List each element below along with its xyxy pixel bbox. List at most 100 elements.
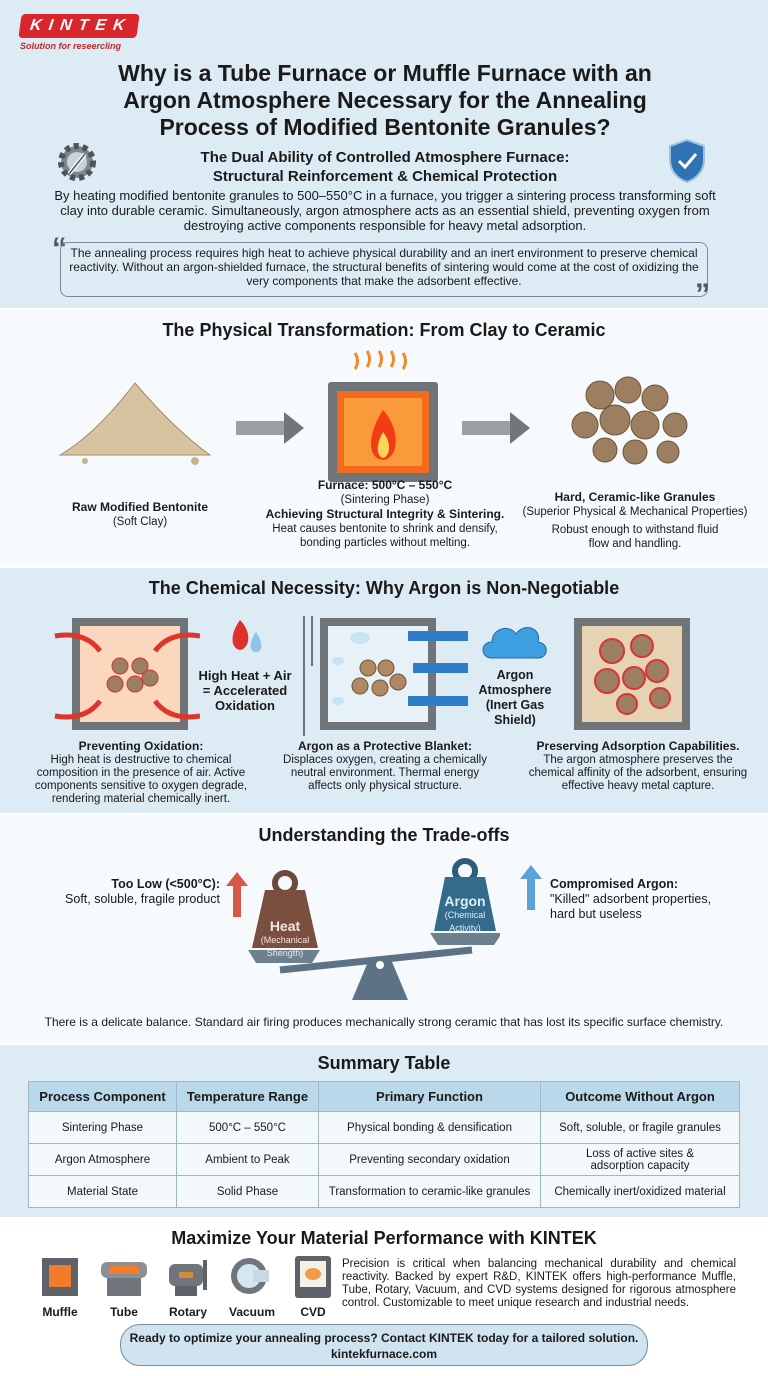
- compromised-argon-note: Compromised Argon:"Killed" adsorbent pro…: [550, 877, 730, 922]
- gear-wrench-icon: [58, 143, 96, 181]
- table-cell: Ambient to Peak: [176, 1143, 319, 1176]
- panel-desc: Displaces oxygen, creating a chemically …: [283, 754, 487, 792]
- table-cell: Solid Phase: [176, 1175, 319, 1208]
- physical-section: The Physical Transformation: From Clay t…: [0, 310, 768, 565]
- table-cell: Loss of active sites & adsorption capaci…: [540, 1143, 740, 1176]
- product-rotary[interactable]: Rotary: [160, 1256, 216, 1319]
- panel-head: Preventing Oxidation:: [78, 739, 204, 753]
- furnace-fire-icon: [328, 350, 438, 482]
- subtitle: The Dual Ability of Controlled Atmospher…: [120, 148, 650, 186]
- balance-scale-icon: [248, 858, 500, 1000]
- open-quote-icon: “: [52, 232, 67, 265]
- panel-head: Preserving Adsorption Capabilities.: [536, 739, 740, 753]
- column-header: Primary Function: [318, 1081, 541, 1112]
- product-vacuum[interactable]: Vacuum: [224, 1256, 280, 1319]
- column-header: Temperature Range: [176, 1081, 319, 1112]
- cta-title: Maximize Your Material Performance with …: [171, 1228, 597, 1248]
- panel-oxidation: Preventing Oxidation:High heat is destru…: [28, 740, 254, 806]
- oxidation-box-icon: [54, 618, 200, 730]
- product-list: Muffle Tube Rotary Vacuum CVD: [32, 1256, 338, 1319]
- product-label: CVD: [300, 1305, 326, 1319]
- product-label: Rotary: [168, 1305, 207, 1319]
- cloud-icon: [482, 627, 547, 659]
- granules-sub: (Superior Physical & Mechanical Properti…: [522, 506, 748, 518]
- raw-title: Raw Modified Bentonite: [72, 500, 208, 514]
- compromised-desc: "Killed" adsorbent properties, hard but …: [550, 892, 712, 921]
- granules-desc: Robust enough to withstand fluid flow an…: [551, 524, 719, 550]
- argon-label: Argon Atmosphere (Inert Gas Shield): [478, 668, 552, 727]
- chemical-section: The Chemical Necessity: Why Argon is Non…: [0, 568, 768, 813]
- muffle-furnace-icon: [42, 1258, 78, 1296]
- cta-description: Precision is critical when balancing mec…: [342, 1258, 736, 1309]
- cta-section: Maximize Your Material Performance with …: [0, 1220, 768, 1376]
- cvd-furnace-icon: [295, 1256, 331, 1298]
- furnace-sub: (Sintering Phase): [340, 494, 430, 506]
- table-cell: Preventing secondary oxidation: [318, 1143, 541, 1176]
- granules-title: Hard, Ceramic-like Granules: [554, 490, 716, 504]
- product-label: Vacuum: [228, 1305, 276, 1319]
- contact-text: Ready to optimize your annealing process…: [129, 1331, 639, 1345]
- arrow-up-blue-icon: [520, 865, 542, 910]
- argon-weight-sub: (Chemical Activity): [444, 910, 486, 933]
- column-header: Process Component: [28, 1081, 177, 1112]
- table-header-row: Process Component Temperature Range Prim…: [28, 1081, 740, 1112]
- shield-check-icon: [669, 138, 705, 184]
- panel-desc: The argon atmosphere preserves the chemi…: [528, 754, 748, 792]
- too-low-note: Too Low (<500°C):Soft, soluble, fragile …: [60, 877, 220, 907]
- furnace-head: Achieving Structural Integrity & Sinteri…: [265, 507, 505, 521]
- furnace-title: Furnace: 500°C – 550°C: [317, 478, 453, 492]
- table-cell: Chemically inert/oxidized material: [540, 1175, 740, 1208]
- furnace-desc: Heat causes bentonite to shrink and dens…: [272, 523, 498, 549]
- table-cell: 500°C – 550°C: [176, 1111, 319, 1144]
- panel-desc: High heat is destructive to chemical com…: [34, 754, 248, 805]
- subtitle-line2: Structural Reinforcement & Chemical Prot…: [212, 168, 558, 185]
- table-cell: Sintering Phase: [28, 1111, 177, 1144]
- header-section: KINTEK Solution for reseercling Why is a…: [0, 0, 768, 311]
- tube-furnace-icon: [101, 1262, 147, 1296]
- raw-caption: Raw Modified Bentonite (Soft Clay): [50, 500, 230, 529]
- granules-icon: [571, 376, 688, 465]
- website-link[interactable]: kintekfurnace.com: [330, 1347, 438, 1361]
- panel-blanket: Argon as a Protective Blanket:Displaces …: [278, 740, 492, 793]
- too-low-head: Too Low (<500°C):: [111, 877, 220, 891]
- physical-title: The Physical Transformation: From Clay t…: [162, 320, 606, 340]
- vacuum-furnace-icon: [231, 1258, 269, 1294]
- page-title: Why is a Tube Furnace or Muffle Furnace …: [118, 60, 652, 140]
- too-low-desc: Soft, soluble, fragile product: [65, 892, 220, 906]
- rotary-furnace-icon: [169, 1260, 207, 1296]
- product-label: Tube: [110, 1305, 138, 1319]
- table-cell: Transformation to ceramic-like granules: [318, 1175, 541, 1208]
- heat-air-label: High Heat + Air = Accelerated Oxidation: [198, 668, 292, 713]
- chemical-title: The Chemical Necessity: Why Argon is Non…: [148, 578, 620, 598]
- subtitle-line1: The Dual Ability of Controlled Atmospher…: [200, 149, 570, 166]
- arrow-right-icon: [462, 412, 530, 444]
- compromised-head: Compromised Argon:: [550, 877, 679, 891]
- panel-adsorption: Preserving Adsorption Capabilities.The a…: [524, 740, 752, 793]
- raw-sub: (Soft Clay): [112, 516, 168, 528]
- heat-weight-sub: (Mechanical Shength): [260, 935, 310, 958]
- arrow-up-red-icon: [226, 872, 248, 917]
- argon-weight-label: Argon(Chemical Activity): [440, 893, 490, 934]
- granules-caption: Hard, Ceramic-like Granules (Superior Phy…: [510, 490, 760, 551]
- product-label: Muffle: [42, 1305, 78, 1319]
- kintek-logo[interactable]: KINTEK Solution for reseercling: [18, 14, 140, 51]
- table-cell: Soft, soluble, or fragile granules: [540, 1111, 740, 1144]
- product-cvd[interactable]: CVD: [288, 1256, 338, 1319]
- clay-pile-icon: [58, 382, 212, 465]
- heat-weight-label: Heat(Mechanical Shength): [255, 919, 315, 959]
- product-muffle[interactable]: Muffle: [32, 1256, 88, 1319]
- fire-drop-icon: [232, 620, 262, 652]
- quote-box: The annealing process requires high heat…: [60, 242, 708, 297]
- table-cell: Argon Atmosphere: [28, 1143, 177, 1176]
- summary-table: Process Component Temperature Range Prim…: [28, 1081, 740, 1208]
- product-tube[interactable]: Tube: [96, 1256, 152, 1319]
- arrow-right-icon: [236, 412, 304, 444]
- intro-text: By heating modified bentonite granules t…: [54, 188, 716, 233]
- contact-button[interactable]: Ready to optimize your annealing process…: [120, 1324, 648, 1366]
- summary-section: Summary Table Process Component Temperat…: [0, 1045, 768, 1217]
- tradeoffs-footer: There is a delicate balance. Standard ai…: [44, 1015, 724, 1029]
- argon-box-icon: [303, 616, 468, 736]
- argon-weight-title: Argon: [444, 893, 486, 909]
